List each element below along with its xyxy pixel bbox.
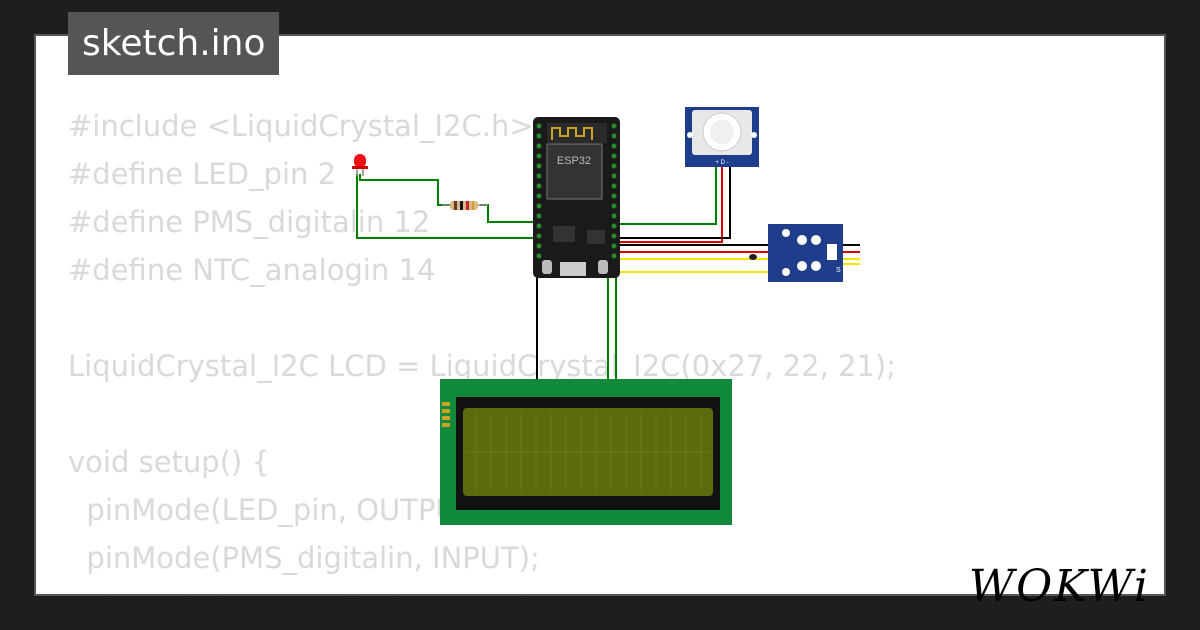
code-line: #define NTC_analogin 14 — [68, 253, 436, 287]
code-line: pinMode(NTC_analogin, INPUT); — [68, 582, 896, 594]
code-line: #define PMS_digitalin 12 — [68, 205, 431, 239]
wokwi-logo: WOKWi — [968, 561, 1150, 612]
preview-card: #include <LiquidCrystal_I2C.h> #define LE… — [34, 34, 1166, 596]
file-tab[interactable]: sketch.ino — [68, 12, 280, 75]
lcd-i2c-pins — [442, 402, 450, 427]
esp32-pins-left — [536, 123, 542, 259]
esp32-board-icon[interactable]: ESP32 — [533, 117, 620, 278]
code-line: #define LED_pin 2 — [68, 157, 337, 191]
esp32-label: ESP32 — [557, 155, 591, 167]
pir-sensor-icon[interactable]: + D - — [685, 107, 759, 167]
wire-pir-gnd — [614, 167, 731, 239]
pir-pin-labels: + D - — [715, 160, 728, 166]
esp32-pins-right — [611, 123, 617, 259]
code-listing: #include <LiquidCrystal_I2C.h> #define LE… — [68, 102, 897, 594]
lcd-display-icon[interactable] — [440, 379, 732, 525]
wire-pir-vcc — [614, 167, 723, 243]
ntc-sensor-icon[interactable]: S — [749, 224, 843, 282]
circuit-diagram: ESP32 + D - — [352, 107, 860, 525]
code-line: void setup() { — [68, 445, 270, 479]
code-line: #include <LiquidCrystal_I2C.h> — [68, 109, 534, 143]
wire-pir-signal — [614, 167, 717, 225]
lcd-grid — [467, 412, 709, 492]
resistor-icon[interactable] — [442, 201, 488, 210]
led-icon[interactable] — [352, 154, 368, 176]
wire-led-resistor — [359, 174, 450, 206]
wire-resistor-esp32 — [480, 204, 540, 223]
ntc-pin-label: S — [836, 267, 841, 274]
wire-led-gnd — [356, 174, 540, 239]
code-line: LiquidCrystal_I2C LCD = LiquidCrystal_I2… — [68, 349, 897, 383]
code-line: pinMode(PMS_digitalin, INPUT); — [68, 541, 540, 575]
